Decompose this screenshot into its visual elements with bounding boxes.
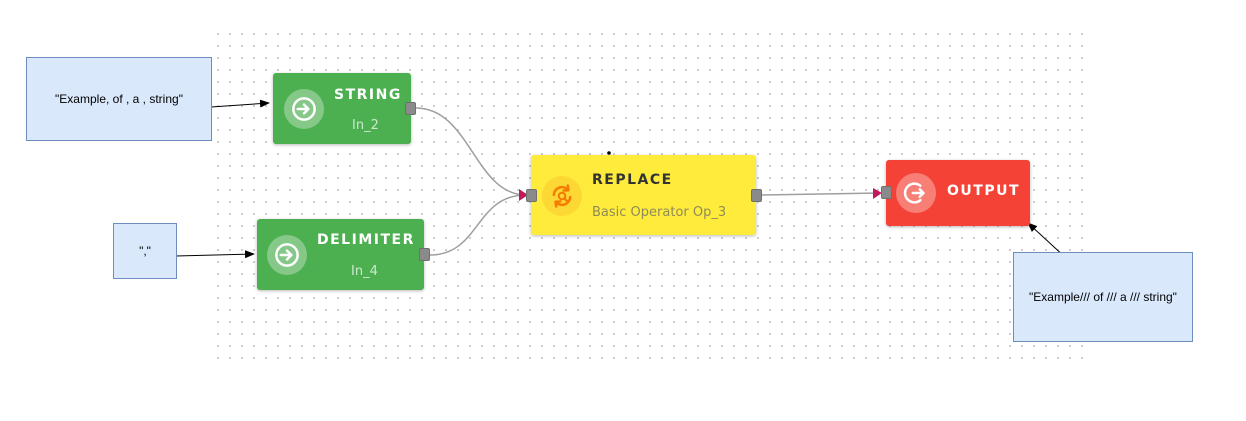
note-delimiter-value[interactable]: "," xyxy=(113,223,177,279)
node-replace-subtitle: Basic Operator Op_3 xyxy=(592,205,727,220)
node-string-subtitle: In_2 xyxy=(352,118,379,133)
node-delimiter-subtitle: In_4 xyxy=(351,264,378,279)
circled-arrow-right-icon xyxy=(267,235,307,275)
note-delimiter-text: "," xyxy=(139,244,151,258)
logout-icon xyxy=(896,173,936,213)
node-string-title: STRING xyxy=(334,87,402,103)
refresh-search-icon xyxy=(542,176,582,216)
node-replace[interactable]: REPLACE Basic Operator Op_3 xyxy=(531,155,756,235)
port-replace-in[interactable] xyxy=(526,189,537,202)
node-output[interactable]: OUTPUT xyxy=(886,160,1030,226)
port-string-out[interactable] xyxy=(405,102,416,115)
node-output-title: OUTPUT xyxy=(947,183,1020,199)
port-replace-out[interactable] xyxy=(751,189,762,202)
note-output-text: "Example/// of /// a /// string" xyxy=(1029,290,1177,304)
node-delimiter-title: DELIMITER xyxy=(317,232,415,248)
note-string-text: "Example, of , a , string" xyxy=(55,92,183,106)
node-replace-title: REPLACE xyxy=(592,172,673,188)
port-delimiter-out[interactable] xyxy=(419,248,430,261)
note-output-value[interactable]: "Example/// of /// a /// string" xyxy=(1013,252,1193,342)
circled-arrow-right-icon xyxy=(284,89,324,129)
note-string-value[interactable]: "Example, of , a , string" xyxy=(26,57,212,141)
node-string[interactable]: STRING In_2 xyxy=(273,73,411,144)
node-delimiter[interactable]: DELIMITER In_4 xyxy=(257,219,424,290)
port-output-in[interactable] xyxy=(881,186,892,199)
